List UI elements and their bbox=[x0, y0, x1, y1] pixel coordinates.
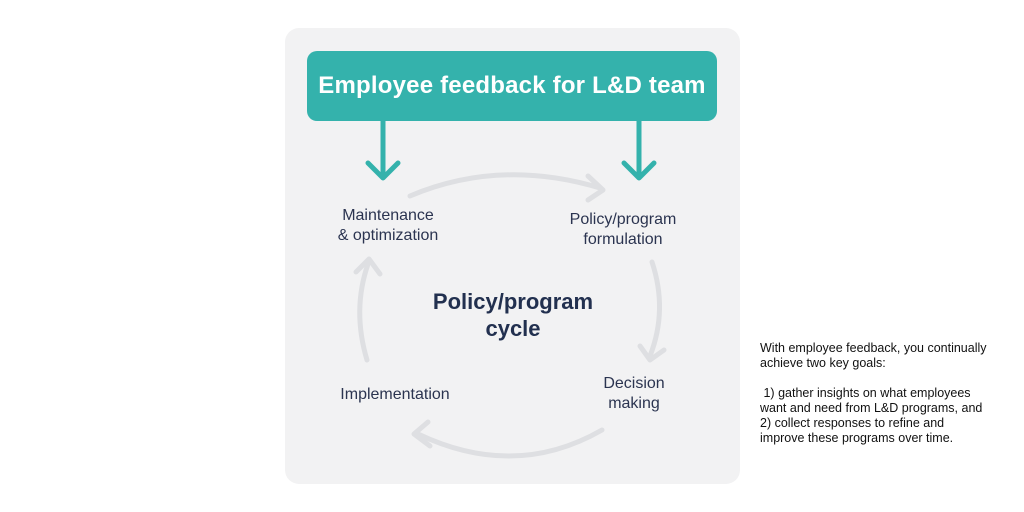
center-title-line1: Policy/program bbox=[432, 289, 594, 314]
node-policy-formulation: Policy/program formulation bbox=[553, 210, 693, 250]
cycle-arrowhead-left bbox=[353, 256, 383, 277]
cycle-arrow-top bbox=[407, 172, 603, 199]
node-label-line2: & optimization bbox=[337, 227, 439, 244]
left-down-arrow bbox=[365, 118, 401, 181]
feedback-banner: Employee feedback for L&D team bbox=[307, 51, 717, 121]
node-decision-making: Decision making bbox=[574, 374, 694, 414]
cycle-arrowhead-right bbox=[637, 343, 667, 363]
cycle-arrowhead-top bbox=[585, 173, 606, 203]
node-implementation: Implementation bbox=[320, 385, 470, 405]
cycle-center-title: Policy/program cycle bbox=[398, 288, 628, 342]
cycle-arrow-bottom bbox=[415, 427, 605, 459]
node-label-line1: Implementation bbox=[340, 386, 450, 403]
node-label-line1: Policy/program bbox=[569, 211, 677, 228]
banner-title: Employee feedback for L&D team bbox=[318, 72, 706, 99]
center-title-line2: cycle bbox=[485, 316, 541, 341]
cycle-arrow-right bbox=[647, 259, 662, 359]
node-maintenance-optimization: Maintenance & optimization bbox=[318, 206, 458, 246]
cycle-arrowhead-bottom bbox=[411, 419, 433, 449]
cycle-arrow-left bbox=[357, 261, 371, 363]
right-down-arrow bbox=[621, 118, 657, 181]
side-note-intro: With employee feedback, you continually … bbox=[760, 341, 987, 370]
side-note-goals: 1) gather insights on what employees wan… bbox=[760, 386, 986, 445]
node-label-line2: formulation bbox=[583, 231, 663, 248]
side-note-spacer bbox=[760, 371, 990, 386]
node-label-line1: Decision bbox=[603, 375, 665, 392]
side-note: With employee feedback, you continually … bbox=[760, 341, 990, 446]
node-label-line1: Maintenance bbox=[342, 207, 434, 224]
node-label-line2: making bbox=[608, 395, 660, 412]
